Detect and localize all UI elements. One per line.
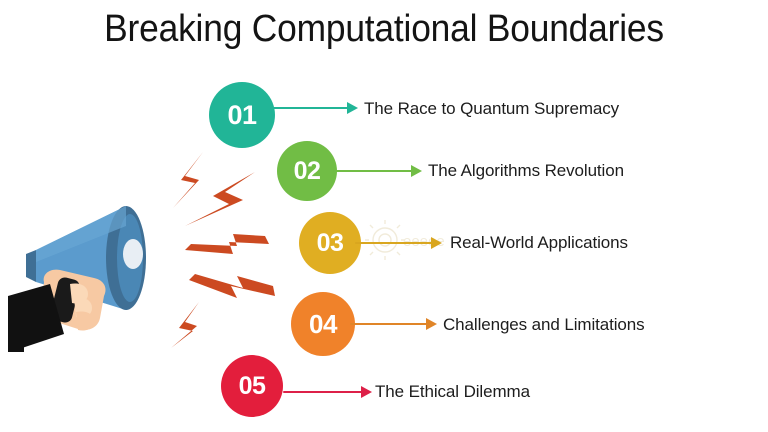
step-badge-02[interactable]: 02 (277, 141, 337, 201)
connector-arrow-03 (355, 236, 445, 250)
list-item-label-04: Challenges and Limitations (443, 315, 645, 334)
list-item-label-03: Real-World Applications (450, 233, 628, 252)
list-item-label-01: The Race to Quantum Supremacy (364, 99, 620, 118)
sleeve-shape (8, 284, 64, 352)
connector-arrow-05 (283, 385, 375, 399)
step-badge-05[interactable]: 05 (221, 355, 283, 417)
connector-arrow-02 (333, 164, 425, 178)
lightning-bolt-icon (171, 152, 275, 348)
list-item-label-02: The Algorithms Revolution (428, 161, 624, 180)
megaphone-illustration (8, 206, 146, 352)
step-badge-04[interactable]: 04 (291, 292, 355, 356)
step-badge-03[interactable]: 03 (299, 212, 361, 274)
list-item-label-05: The Ethical Dilemma (375, 382, 530, 401)
lightning-bolts-group (171, 152, 275, 348)
page-title: Breaking Computational Boundaries (104, 8, 664, 50)
step-badge-01[interactable]: 01 (209, 82, 275, 148)
connector-arrow-01 (270, 101, 360, 115)
connector-arrow-04 (350, 317, 440, 331)
